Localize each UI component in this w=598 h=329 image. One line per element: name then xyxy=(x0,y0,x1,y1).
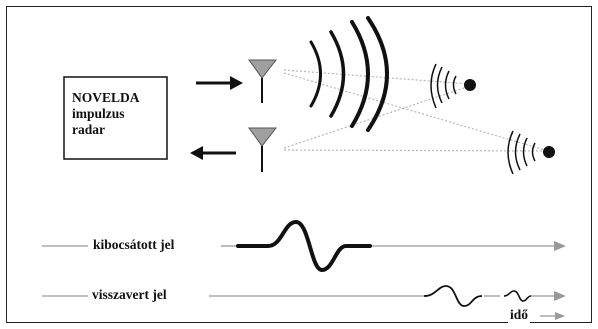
far-target-icon xyxy=(507,130,555,175)
transmitted-pulse xyxy=(236,220,372,272)
radar-box xyxy=(63,76,168,160)
transmitted-signal-line xyxy=(42,241,566,251)
receive-antenna-icon xyxy=(248,127,278,172)
time-arrow xyxy=(540,312,565,320)
transmitted-signal-label: kibocsátott jel xyxy=(89,237,179,253)
transmit-arrow xyxy=(196,76,243,90)
reflected-signal-label: visszavert jel xyxy=(88,287,171,303)
reflected-pulse-far xyxy=(503,290,532,302)
transmit-antenna-icon xyxy=(248,59,278,103)
diagram-frame xyxy=(6,6,592,323)
reflected-signal-line xyxy=(42,291,566,301)
radar-label-line1: NOVELDA xyxy=(72,90,140,105)
radar-label-line3: radar xyxy=(72,122,105,137)
radar-label-line2: impulzus xyxy=(72,106,125,121)
emitted-wave-icon xyxy=(309,16,389,132)
reflected-pulse-near xyxy=(423,285,483,307)
near-target-icon xyxy=(430,63,476,109)
propagation-paths xyxy=(283,69,549,152)
time-label: idő xyxy=(508,307,531,323)
receive-arrow xyxy=(190,146,236,160)
radar-label: NOVELDA impulzus radar xyxy=(72,90,167,138)
